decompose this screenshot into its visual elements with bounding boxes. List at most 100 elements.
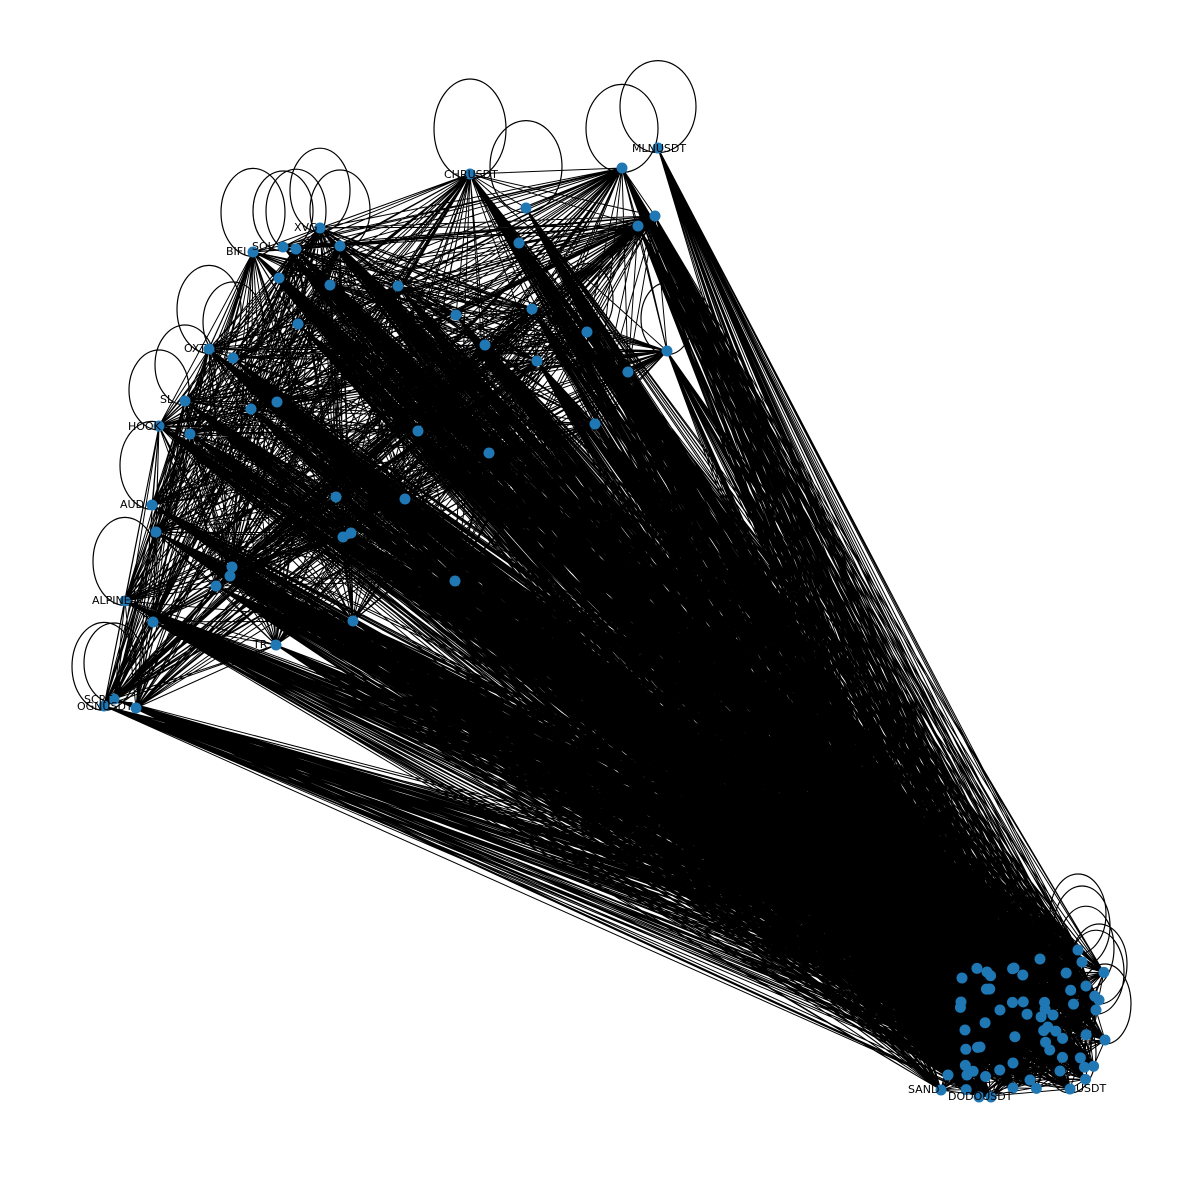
- edge-bundle: [103, 147, 1106, 1098]
- node-upper-1: [616, 162, 628, 174]
- graph-nodes: [98, 142, 1111, 1103]
- node-upper-20: [531, 355, 543, 367]
- node-lower-56: [1017, 996, 1029, 1008]
- node-label-chr: CHRUSDT: [444, 168, 498, 181]
- node-upper-14: [392, 280, 404, 292]
- node-lower-16: [1024, 1074, 1036, 1086]
- node-lower-50: [994, 1064, 1006, 1076]
- node-lower-37: [980, 1071, 992, 1083]
- node-label-xvg: XVG: [294, 221, 318, 234]
- node-lower-3: [1034, 953, 1046, 965]
- node-upper-40: [224, 570, 236, 582]
- node-lower-57: [1017, 969, 1029, 981]
- node-lower-0: [1064, 1083, 1076, 1095]
- node-lower-13: [959, 1024, 971, 1036]
- node-label-dodo: DODOUSDT: [948, 1090, 1013, 1103]
- node-lower-19: [935, 1084, 947, 1096]
- node-upper-18: [292, 318, 304, 330]
- node-lower-28: [1079, 1073, 1091, 1085]
- node-upper-29: [184, 428, 196, 440]
- node-label-aud: AUD: [120, 498, 144, 511]
- node-lower-1: [1076, 956, 1088, 968]
- node-lower-54: [985, 970, 997, 982]
- node-label-sol: SOL: [252, 240, 275, 253]
- node-lower-40: [1056, 1051, 1068, 1063]
- node-label-tr: TR: [252, 638, 268, 651]
- node-upper-44: [147, 616, 159, 628]
- node-upper-12: [273, 272, 285, 284]
- node-upper-19: [479, 339, 491, 351]
- node-upper-26: [245, 403, 257, 415]
- node-upper-3: [520, 202, 532, 214]
- node-upper-32: [589, 418, 601, 430]
- node-lower-18: [1099, 1034, 1111, 1046]
- node-lower-15: [1007, 1057, 1019, 1069]
- node-upper-33: [146, 499, 158, 511]
- node-lower-2: [1072, 944, 1084, 956]
- node-upper-48: [98, 700, 110, 712]
- node-upper-28: [153, 420, 165, 432]
- node-label-hook: HOOK: [128, 420, 162, 433]
- node-lower-51: [1039, 1003, 1051, 1015]
- node-lower-43: [954, 1001, 966, 1013]
- node-lower-39: [971, 962, 983, 974]
- node-upper-35: [330, 491, 342, 503]
- node-labels: MLNUSDTCHRUSDTXVGSOLBIFIOXTSLHOOKAUDALPI…: [77, 142, 1107, 1103]
- node-lower-48: [979, 1017, 991, 1029]
- node-lower-42: [1074, 1052, 1086, 1064]
- node-label-scrt: SCRT: [84, 693, 113, 706]
- node-upper-22: [661, 345, 673, 357]
- node-upper-24: [227, 352, 239, 364]
- node-label-sl: SL: [160, 393, 174, 406]
- node-lower-34: [1088, 1060, 1100, 1072]
- node-lower-62: [1021, 1008, 1033, 1020]
- node-lower-38: [959, 1059, 971, 1071]
- node-label-mln: MLNUSDT: [632, 142, 686, 155]
- node-upper-16: [526, 303, 538, 315]
- node-upper-15: [450, 309, 462, 321]
- node-lower-10: [994, 1004, 1006, 1016]
- node-lower-53: [1009, 1031, 1021, 1043]
- node-upper-5: [632, 220, 644, 232]
- node-upper-4: [649, 210, 661, 222]
- node-lower-32: [1007, 963, 1019, 975]
- node-lower-26: [1030, 1082, 1042, 1094]
- node-upper-42: [449, 575, 461, 587]
- node-upper-31: [483, 447, 495, 459]
- node-upper-49: [130, 702, 142, 714]
- node-lower-12: [1090, 1004, 1102, 1016]
- node-lower-44: [972, 1041, 984, 1053]
- node-lower-41: [1078, 1061, 1090, 1073]
- node-lower-29: [960, 1084, 972, 1096]
- node-lower-63: [1044, 1044, 1056, 1056]
- node-lower-46: [1068, 998, 1080, 1010]
- node-upper-27: [271, 396, 283, 408]
- node-upper-39: [226, 561, 238, 573]
- node-lower-23: [942, 1069, 954, 1081]
- node-upper-11: [247, 246, 259, 258]
- node-upper-9: [277, 241, 289, 253]
- node-upper-2: [464, 168, 476, 180]
- node-label-alpine: ALPINE: [92, 594, 131, 607]
- node-upper-17: [581, 326, 593, 338]
- node-upper-47: [108, 693, 120, 705]
- node-upper-21: [622, 366, 634, 378]
- node-lower-58: [1065, 984, 1077, 996]
- node-lower-64: [984, 983, 996, 995]
- node-label-ogn: OGNUSDT: [77, 700, 133, 713]
- node-label-usd-right: USDT: [1076, 1082, 1107, 1095]
- node-lower-20: [973, 1091, 985, 1103]
- node-upper-0: [652, 142, 664, 154]
- node-lower-35: [1060, 967, 1072, 979]
- node-upper-45: [347, 615, 359, 627]
- node-lower-45: [1006, 996, 1018, 1008]
- node-upper-34: [150, 526, 162, 538]
- node-upper-46: [270, 639, 282, 651]
- node-lower-6: [956, 972, 968, 984]
- node-label-sand: SAND: [908, 1083, 939, 1096]
- node-label-bifi: BIFI: [226, 245, 246, 258]
- node-upper-43: [119, 595, 131, 607]
- node-lower-7: [1080, 980, 1092, 992]
- node-lower-33: [960, 1043, 972, 1055]
